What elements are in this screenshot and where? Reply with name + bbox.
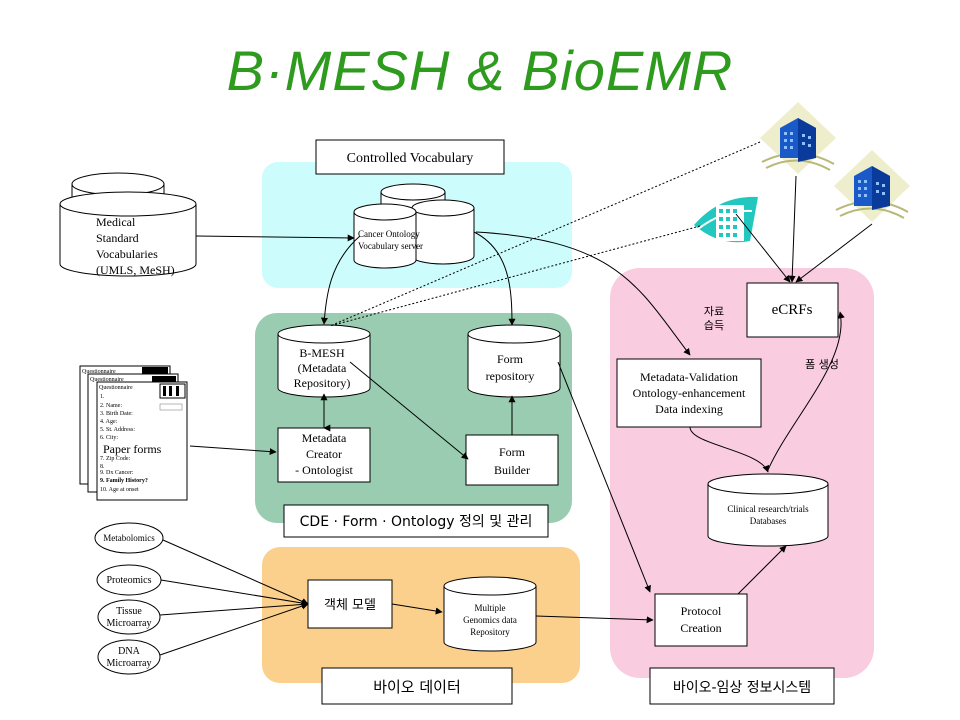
svg-text:Builder: Builder	[494, 463, 530, 477]
svg-text:1.: 1.	[100, 394, 105, 400]
svg-text:Microarray: Microarray	[107, 618, 152, 629]
flow-arrows	[159, 175, 873, 656]
metadata-creator-box: Metadata Creator - Ontologist	[277, 427, 371, 483]
svg-text:Repository: Repository	[470, 627, 510, 637]
svg-text:Repository): Repository)	[294, 376, 351, 390]
svg-text:(Metadata: (Metadata	[298, 361, 347, 375]
svg-text:5. St. Address:: 5. St. Address:	[100, 427, 135, 433]
svg-text:Creation: Creation	[680, 621, 721, 635]
svg-text:(UMLS, MeSH): (UMLS, MeSH)	[96, 263, 175, 277]
tissue-microarray-node: Tissue Microarray	[97, 599, 161, 635]
form-generation-label: 폼 생성	[805, 358, 839, 371]
cde-form-ontology-label: CDE · Form · Ontology 정의 및 관리	[283, 504, 549, 538]
svg-text:Tissue: Tissue	[116, 606, 142, 617]
page-title: B·MESH & BioEMR	[226, 39, 734, 102]
svg-text:repository: repository	[486, 369, 535, 383]
svg-text:Paper forms: Paper forms	[103, 442, 162, 456]
svg-text:4. Age:: 4. Age:	[100, 419, 118, 425]
data-acquisition-label: 자료	[704, 305, 724, 318]
bmesh-metadata-repository-db: B-MESH (Metadata Repository)	[277, 324, 371, 398]
svg-text:Questionnaire: Questionnaire	[99, 385, 133, 391]
hospital-building-icon	[694, 196, 758, 243]
svg-text:DNA: DNA	[118, 646, 140, 657]
svg-text:바이오-임상 정보시스템: 바이오-임상 정보시스템	[673, 680, 811, 696]
protocol-creation-box: Protocol Creation	[654, 593, 748, 647]
svg-text:객체 모델: 객체 모델	[324, 598, 376, 613]
svg-text:Data indexing: Data indexing	[655, 402, 723, 416]
svg-text:3. Birth Date:: 3. Birth Date:	[100, 411, 133, 417]
svg-text:Questionnaire: Questionnaire	[90, 377, 124, 383]
medical-standard-vocabularies-db: Medical Standard Vocabularies (UMLS, MeS…	[59, 172, 197, 277]
object-model-box: 객체 모델	[307, 579, 393, 629]
dna-microarray-node: DNA Microarray	[97, 639, 161, 675]
svg-text:9. Dx Cancer:: 9. Dx Cancer:	[100, 470, 134, 476]
hospital-building-icon	[834, 150, 910, 222]
svg-text:Vocabularies: Vocabularies	[96, 247, 158, 261]
svg-text:Clinical research/trials: Clinical research/trials	[727, 504, 809, 514]
form-repository-db: Form repository	[467, 324, 561, 398]
multiple-genomics-db: Multiple Genomics data Repository	[443, 576, 537, 652]
svg-text:Questionnaire: Questionnaire	[82, 369, 116, 375]
svg-text:Metadata-Validation: Metadata-Validation	[640, 370, 738, 384]
svg-text:Form: Form	[497, 352, 524, 366]
cancer-ontology-db: Cancer Ontology Vocabulary server	[353, 183, 475, 269]
svg-text:8.: 8.	[100, 464, 105, 470]
svg-text:Ontology-enhancement: Ontology-enhancement	[633, 386, 746, 400]
svg-text:Standard: Standard	[96, 231, 139, 245]
svg-text:Metabolomics: Metabolomics	[103, 533, 155, 543]
svg-text:Vocabulary server: Vocabulary server	[358, 241, 423, 251]
svg-text:7. Zip Code:: 7. Zip Code:	[100, 456, 130, 462]
svg-text:Genomics data: Genomics data	[463, 615, 517, 625]
svg-text:B-MESH: B-MESH	[299, 346, 345, 360]
ecrfs-box: eCRFs	[746, 282, 839, 338]
svg-text:CDE · Form · Ontology 정의 및 관리: CDE · Form · Ontology 정의 및 관리	[300, 514, 533, 530]
svg-text:Form: Form	[499, 445, 526, 459]
metadata-validation-box: Metadata-Validation Ontology-enhancement…	[616, 358, 762, 428]
clinical-research-db: Clinical research/trials Databases	[707, 473, 829, 547]
svg-text:바이오 데이터: 바이오 데이터	[373, 678, 461, 696]
svg-text:Cancer Ontology: Cancer Ontology	[358, 229, 420, 239]
svg-text:Metadata: Metadata	[302, 431, 347, 445]
svg-text:Databases: Databases	[750, 516, 787, 526]
svg-text:Microarray: Microarray	[107, 658, 152, 669]
bio-data-label: 바이오 데이터	[321, 667, 513, 705]
svg-text:10. Age at onset: 10. Age at onset	[100, 487, 139, 493]
svg-text:Multiple: Multiple	[475, 603, 506, 613]
dotted-connectors	[329, 141, 761, 327]
svg-text:Creator: Creator	[306, 447, 342, 461]
svg-text:Protocol: Protocol	[681, 604, 722, 618]
svg-text:- Ontologist: - Ontologist	[295, 463, 353, 477]
svg-text:9. Family History?: 9. Family History?	[100, 478, 148, 484]
svg-text:Controlled Vocabulary: Controlled Vocabulary	[347, 151, 474, 166]
metabolomics-node: Metabolomics	[94, 522, 164, 554]
form-builder-box: Form Builder	[465, 434, 559, 486]
data-acquisition-label-line2: 습득	[704, 319, 724, 332]
proteomics-node: Proteomics	[96, 564, 162, 596]
svg-text:6. City:: 6. City:	[100, 435, 118, 441]
svg-text:Medical: Medical	[96, 215, 136, 229]
bio-clinical-system-label: 바이오-임상 정보시스템	[649, 667, 835, 705]
svg-text:2. Name:: 2. Name:	[100, 403, 122, 409]
svg-text:Proteomics: Proteomics	[107, 575, 152, 586]
svg-text:eCRFs: eCRFs	[772, 302, 813, 318]
paper-forms-stack: Questionnaire Questionnaire Questionnair…	[79, 365, 188, 501]
hospital-building-icon	[760, 102, 836, 174]
controlled-vocabulary-label: Controlled Vocabulary	[315, 139, 505, 175]
